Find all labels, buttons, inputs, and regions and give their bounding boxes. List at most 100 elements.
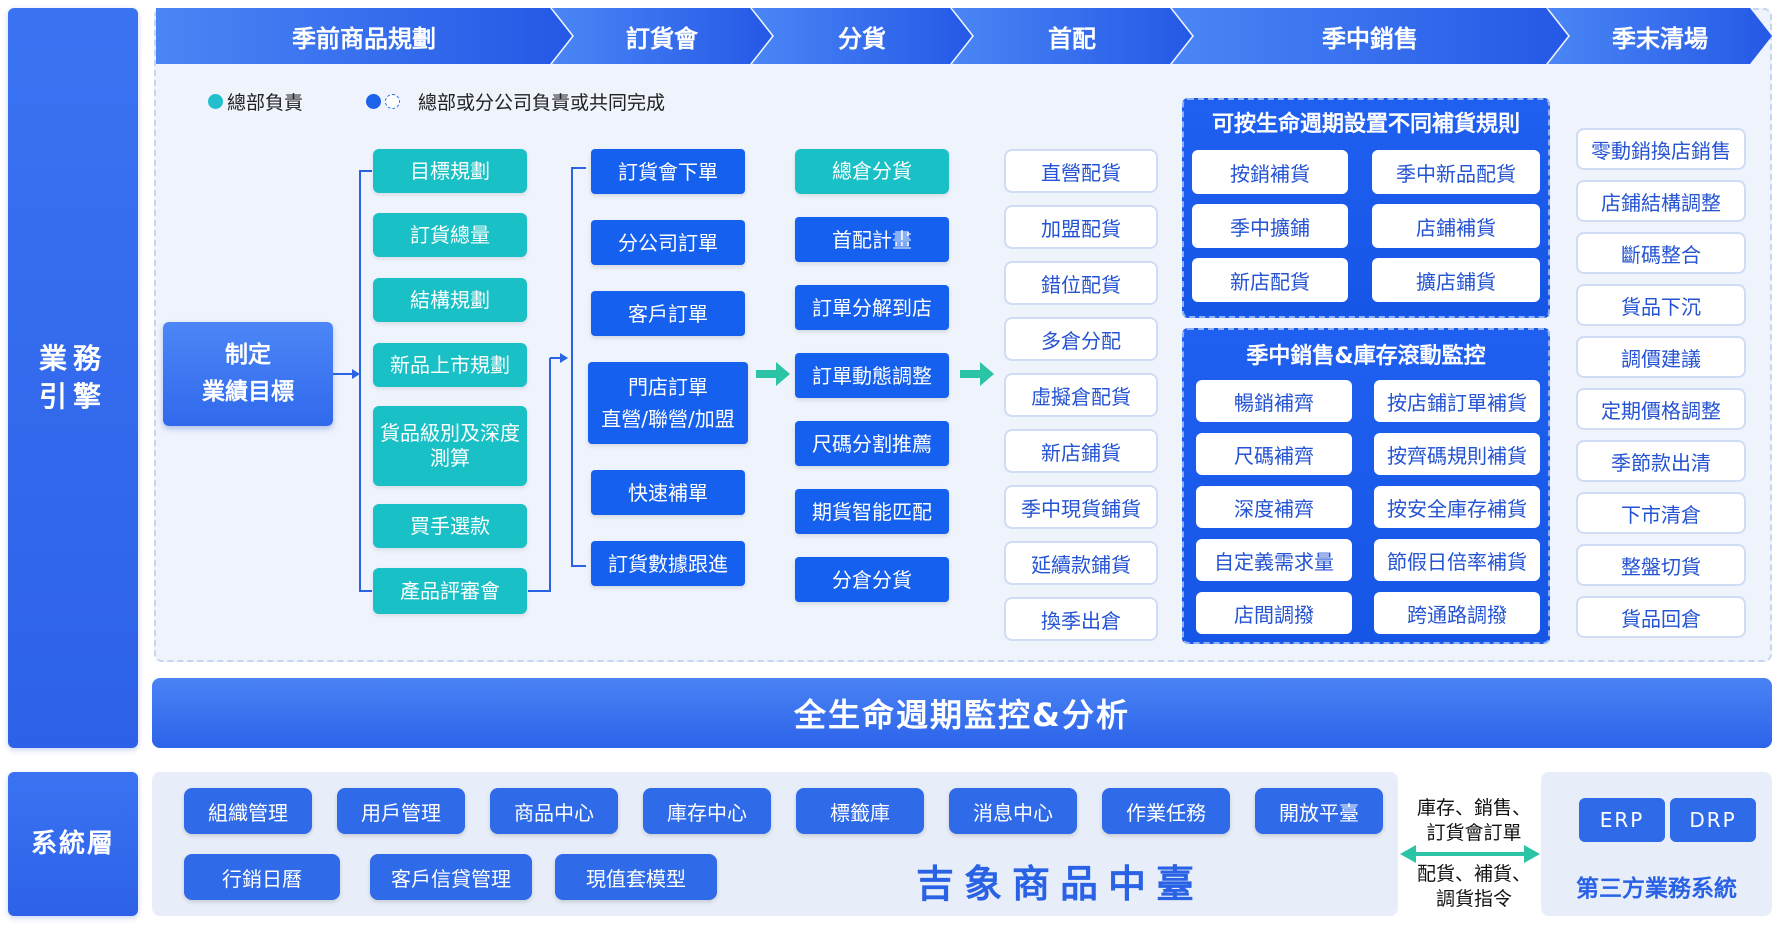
planning-structure[interactable]: 結構規劃 (373, 278, 527, 322)
third-party-label: DRP (1689, 808, 1737, 832)
direct-store-distribution[interactable]: 直營配貨 (1004, 149, 1158, 193)
engine-label-text: 業務 引擎 (38, 342, 107, 413)
monitoring-label: 深度補齊 (1234, 496, 1314, 521)
in-season-new-distribution[interactable]: 季中新品配貨 (1372, 150, 1540, 194)
size-fill[interactable]: 尺碼補齊 (1196, 433, 1352, 475)
replenish-label: 季中擴鋪 (1230, 215, 1310, 240)
store-replenishment[interactable]: 店鋪補貨 (1372, 204, 1540, 248)
new-store-stocking[interactable]: 新店鋪貨 (1004, 429, 1158, 473)
planning-new-launch[interactable]: 新品上市規劃 (373, 343, 527, 387)
replenish-by-size-rule[interactable]: 按齊碼規則補貨 (1374, 433, 1540, 475)
user-management[interactable]: 用戶管理 (337, 788, 465, 834)
open-platform[interactable]: 開放平臺 (1255, 788, 1383, 834)
new-store-distribution[interactable]: 新店配貨 (1192, 258, 1348, 302)
planning-label: 結構規劃 (410, 287, 490, 312)
erp-system[interactable]: ERP (1579, 798, 1665, 842)
price-adjust-suggestion[interactable]: 調價建議 (1576, 336, 1746, 378)
planning-label: 目標規劃 (410, 158, 490, 183)
system-module-label: 商品中心 (514, 800, 594, 825)
monitoring-label: 按安全庫存補貨 (1387, 496, 1527, 521)
ordering-label: 快速補單 (628, 480, 708, 505)
season-change-outbound[interactable]: 換季出倉 (1004, 597, 1158, 641)
phase-label: 訂貨會 (626, 24, 698, 53)
marketing-calendar[interactable]: 行銷日曆 (184, 854, 340, 900)
inventory-center[interactable]: 庫存中心 (643, 788, 771, 834)
tag-library[interactable]: 標籤庫 (796, 788, 924, 834)
present-value-model[interactable]: 現值套模型 (555, 854, 717, 900)
in-season-spot-stocking[interactable]: 季中現貨鋪貨 (1004, 485, 1158, 529)
system-label: 系統層 (8, 772, 138, 916)
drp-system[interactable]: DRP (1670, 798, 1756, 842)
product-middle-platform-title: 吉象商品中臺 (915, 861, 1204, 906)
order-fair-order[interactable]: 訂貨會下單 (591, 149, 745, 194)
cross-channel-transfer[interactable]: 跨通路調撥 (1374, 592, 1540, 634)
monitoring-label: 自定義需求量 (1214, 549, 1334, 574)
central-warehouse-allocation[interactable]: 總倉分貨 (795, 149, 949, 194)
product-center[interactable]: 商品中心 (490, 788, 618, 834)
virtual-warehouse-distribution[interactable]: 虛擬倉配貨 (1004, 373, 1158, 417)
system-module-label: 現值套模型 (586, 866, 686, 891)
expansion-store-stocking[interactable]: 擴店鋪貨 (1372, 258, 1540, 302)
planning-grade-depth[interactable]: 貨品級別及深度 測算 (373, 406, 527, 486)
replenish-by-store-order[interactable]: 按店鋪訂單補貨 (1374, 380, 1540, 422)
org-management[interactable]: 組織管理 (184, 788, 312, 834)
staggered-distribution[interactable]: 錯位配貨 (1004, 261, 1158, 305)
in-season-expansion[interactable]: 季中擴鋪 (1192, 204, 1348, 248)
monitoring-label: 按齊碼規則補貨 (1387, 443, 1527, 468)
futures-smart-matching[interactable]: 期貨智能匹配 (795, 489, 949, 534)
seasonal-clearance[interactable]: 季節款出清 (1576, 440, 1746, 482)
store-structure-adjust[interactable]: 店鋪結構調整 (1576, 180, 1746, 222)
bulk-transfer[interactable]: 整盤切貨 (1576, 544, 1746, 586)
system-module-label: 作業任務 (1126, 800, 1206, 825)
system-module-label: 用戶管理 (361, 800, 441, 825)
replenish-by-sales[interactable]: 按銷補貨 (1192, 150, 1348, 194)
monitor-bar-label: 全生命週期監控&分析 (794, 696, 1130, 734)
ordering-label: 門店訂單 直營/聯營/加盟 (601, 375, 735, 431)
goods-sinking[interactable]: 貨品下沉 (1576, 284, 1746, 326)
system-module-label: 組織管理 (208, 800, 288, 825)
delisting-clearance[interactable]: 下市清倉 (1576, 492, 1746, 534)
message-center[interactable]: 消息中心 (949, 788, 1077, 834)
order-split-to-store[interactable]: 訂單分解到店 (795, 285, 949, 330)
goods-return-to-warehouse[interactable]: 貨品回倉 (1576, 596, 1746, 638)
system-module-label: 行銷日曆 (222, 866, 302, 891)
replenishment-rules-title: 可按生命週期設置不同補貨規則 (1211, 112, 1520, 137)
job-tasks[interactable]: 作業任務 (1102, 788, 1230, 834)
inter-store-transfer[interactable]: 店間調撥 (1196, 592, 1352, 634)
bestseller-fill[interactable]: 暢銷補齊 (1196, 380, 1352, 422)
phase-label: 首配 (1048, 24, 1096, 53)
customer-order[interactable]: 客戶訂單 (591, 291, 745, 336)
depth-fill[interactable]: 深度補齊 (1196, 486, 1352, 528)
planning-product-review[interactable]: 產品評審會 (373, 568, 527, 614)
custom-demand-quantity[interactable]: 自定義需求量 (1196, 539, 1352, 581)
planning-order-quantity[interactable]: 訂貨總量 (373, 213, 527, 257)
sub-warehouse-allocation[interactable]: 分倉分貨 (795, 557, 949, 602)
continuation-style-stocking[interactable]: 延續款鋪貨 (1004, 541, 1158, 585)
holiday-multiplier-replenish[interactable]: 節假日倍率補貨 (1374, 539, 1540, 581)
branch-order[interactable]: 分公司訂單 (591, 220, 745, 265)
planning-label: 訂貨總量 (410, 222, 490, 247)
customer-credit-management[interactable]: 客戶信貸管理 (370, 854, 532, 900)
quick-reorder[interactable]: 快速補單 (591, 470, 745, 515)
store-order[interactable]: 門店訂單 直營/聯營/加盟 (588, 362, 748, 444)
planning-buyer-selection[interactable]: 買手選款 (373, 504, 527, 548)
first-dist-label: 虛擬倉配貨 (1031, 384, 1131, 409)
clearance-label: 下市清倉 (1621, 502, 1701, 527)
no-sales-store-transfer[interactable]: 零動銷換店銷售 (1576, 128, 1746, 170)
periodic-price-adjust[interactable]: 定期價格調整 (1576, 388, 1746, 430)
set-performance-target[interactable]: 制定 業績目標 (163, 322, 333, 426)
blue-dot-icon (366, 94, 381, 109)
order-dynamic-adjust[interactable]: 訂單動態調整 (795, 353, 949, 398)
planning-target[interactable]: 目標規劃 (373, 149, 527, 193)
broken-size-consolidation[interactable]: 斷碼整合 (1576, 232, 1746, 274)
franchise-distribution[interactable]: 加盟配貨 (1004, 205, 1158, 249)
replenish-by-safety-stock[interactable]: 按安全庫存補貨 (1374, 486, 1540, 528)
size-split-recommendation[interactable]: 尺碼分割推薦 (795, 421, 949, 466)
order-data-tracking[interactable]: 訂貨數據跟進 (591, 541, 745, 586)
first-distribution-plan[interactable]: 首配計畫 (795, 217, 949, 262)
phase-label: 季末清場 (1612, 24, 1708, 53)
multi-warehouse-allocation[interactable]: 多倉分配 (1004, 317, 1158, 361)
third-party-panel (1541, 772, 1772, 916)
lifecycle-monitoring-bar[interactable]: 全生命週期監控&分析 (152, 678, 1772, 748)
